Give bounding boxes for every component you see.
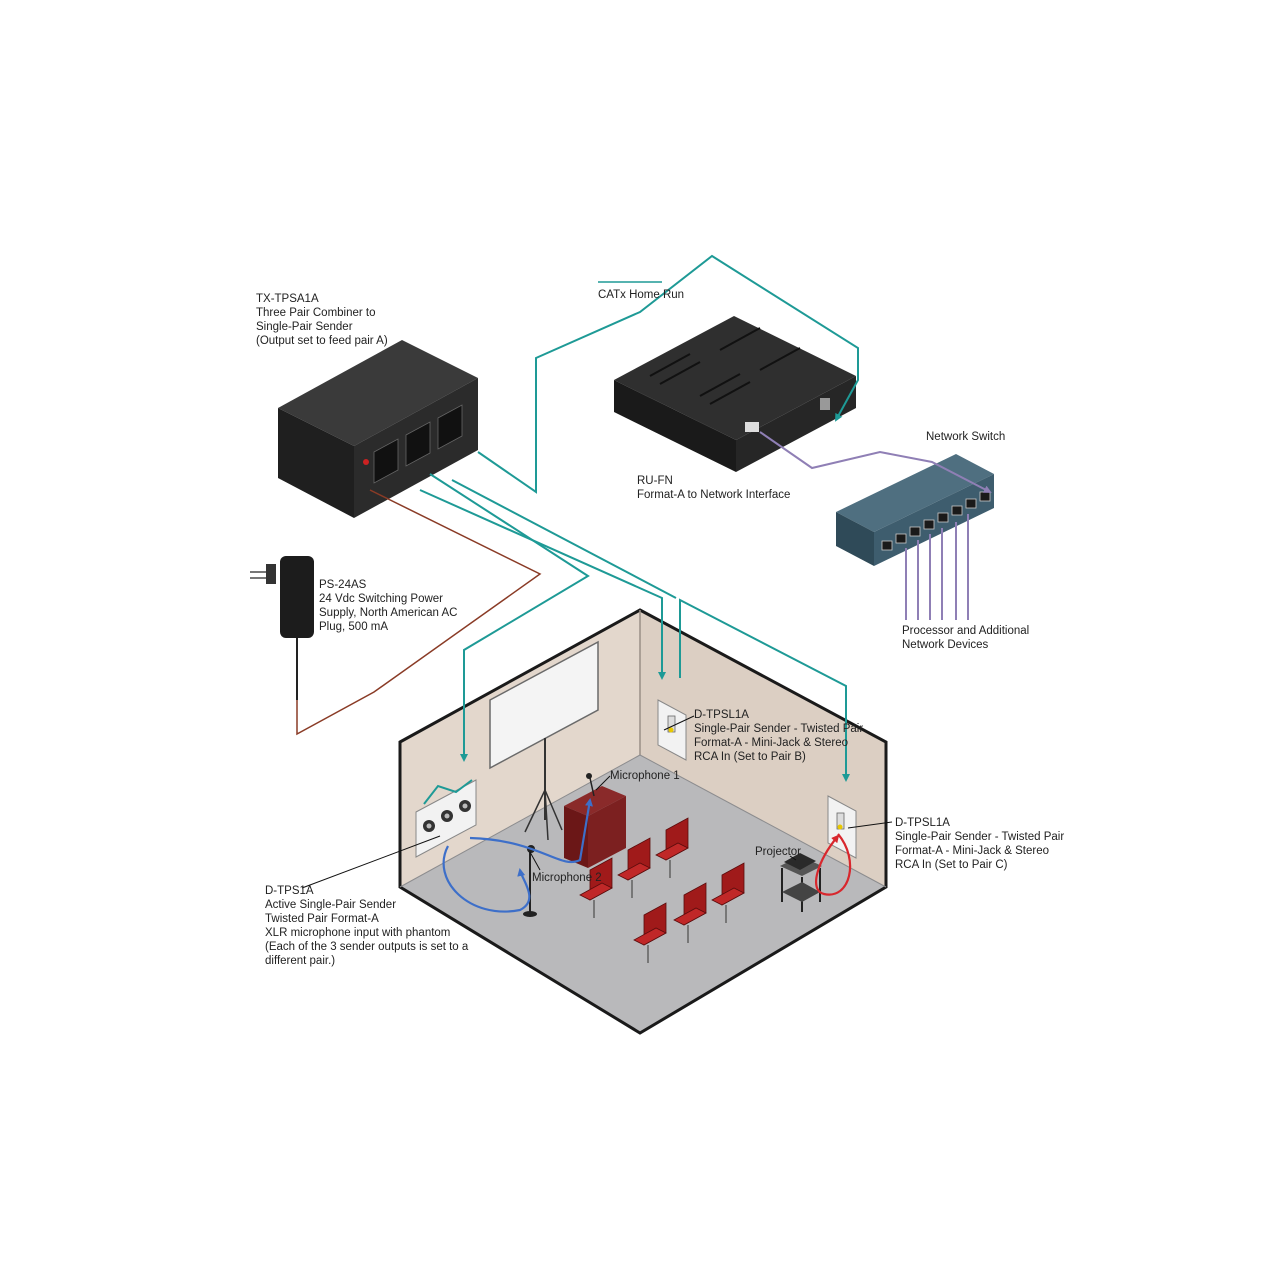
projection-screen	[489, 640, 599, 841]
ru-fn-device	[614, 316, 856, 472]
catx-left-plates-cable	[429, 473, 590, 762]
audience-chairs	[579, 817, 745, 963]
label-ps-24as: PS-24AS 24 Vdc Switching Power Supply, N…	[319, 579, 458, 633]
network-cables	[759, 431, 992, 620]
room-right-wall	[640, 610, 886, 887]
network-switch-device	[836, 454, 994, 566]
catx-home-run-cable	[477, 254, 859, 494]
podium	[564, 773, 626, 868]
label-tx-tpsa1a: TX-TPSA1A Three Pair Combiner to Single-…	[256, 293, 388, 347]
catx-plate-c-cable	[679, 598, 850, 782]
catx-plate-b-cable	[419, 489, 666, 680]
d-tpsl1a-plate-b	[657, 699, 687, 761]
projector-av-cable	[814, 833, 852, 896]
catx-cables	[419, 254, 859, 805]
label-ru-fn: RU-FN Format-A to Network Interface	[637, 475, 791, 501]
power-cable	[296, 489, 542, 736]
projector-cart	[780, 853, 822, 912]
tx-tpsa1a-device	[278, 340, 478, 518]
label-d-tpsl1a-pair-b: D-TPSL1A Single-Pair Sender - Twisted Pa…	[694, 709, 864, 763]
label-d-tpsl1a-pair-c: D-TPSL1A Single-Pair Sender - Twisted Pa…	[895, 817, 1065, 871]
label-d-tps1a: D-TPS1A Active Single-Pair Sender Twiste…	[265, 885, 469, 967]
label-microphone-1: Microphone 1	[610, 770, 680, 782]
room-floor	[400, 755, 886, 1033]
label-network-switch: Network Switch	[926, 431, 1006, 443]
label-processor-devices: Processor and Additional Network Devices	[902, 625, 1030, 651]
label-microphone-2: Microphone 2	[532, 872, 602, 884]
microphone-cables	[442, 798, 593, 913]
d-tps1a-wall-plates	[415, 779, 477, 858]
conference-room	[398, 608, 888, 1035]
ps-24as-power-supply	[250, 556, 314, 700]
label-projector: Projector	[755, 846, 802, 858]
label-catx-home-run: CATx Home Run	[598, 289, 685, 301]
